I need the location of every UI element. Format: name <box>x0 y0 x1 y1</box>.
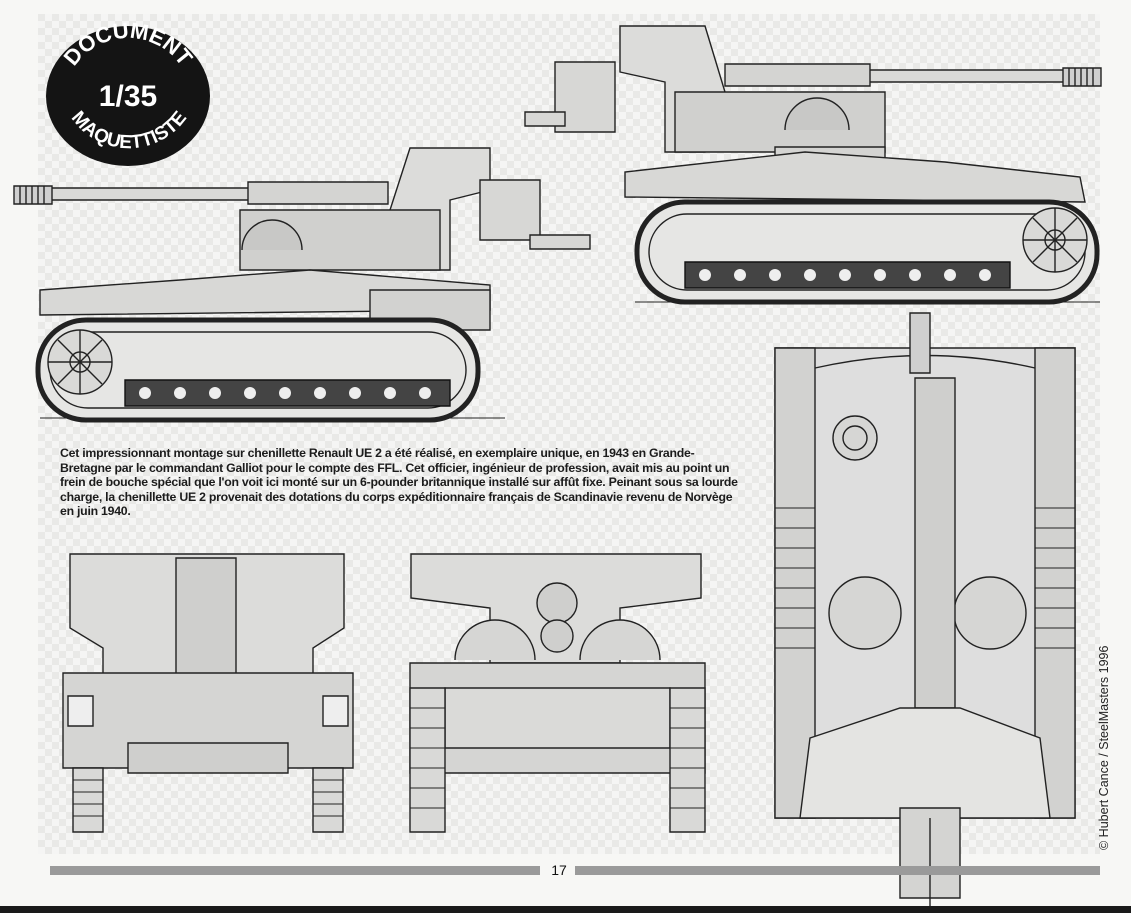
side-view-left-drawing <box>10 140 600 430</box>
front-view-drawing <box>405 548 715 838</box>
caption-text: Cet impressionnant montage sur chenillet… <box>60 446 738 519</box>
copyright-credit: © Hubert Cance / SteelMasters 1996 <box>1097 645 1111 850</box>
muzzle-brake-left <box>14 186 52 204</box>
badge-scale: 1/35 <box>99 80 157 113</box>
page-number: 17 <box>551 862 567 878</box>
footer-rule-right <box>575 866 1100 875</box>
track-right <box>637 202 1097 302</box>
bottom-edge-bar <box>0 906 1131 913</box>
document-badge: DOCUMENT 1/35 MAQUETTISTE <box>46 20 210 166</box>
muzzle-brake-right <box>1063 68 1101 86</box>
side-view-right-drawing <box>525 22 1125 312</box>
top-view-drawing <box>770 318 1080 908</box>
track-left <box>38 320 478 420</box>
rear-view-drawing <box>58 548 358 838</box>
footer-rule-left <box>50 866 540 875</box>
